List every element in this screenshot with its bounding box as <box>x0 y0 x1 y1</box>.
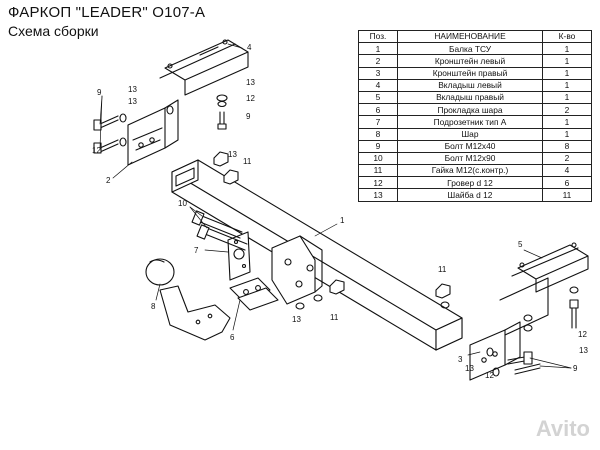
callout-13-left-a: 13 <box>128 85 137 94</box>
callout-5: 5 <box>518 240 523 249</box>
callout-3: 3 <box>458 355 463 364</box>
callout-10: 10 <box>178 199 187 208</box>
callout-labels: 1 2 3 4 5 6 7 8 9 9 9 10 11 11 11 12 12 … <box>92 43 588 380</box>
callout-12-left: 12 <box>92 146 101 155</box>
tow-ball <box>145 258 231 341</box>
callout-8: 8 <box>151 302 156 311</box>
callout-6: 6 <box>230 333 235 342</box>
beam-nuts <box>213 151 451 310</box>
drawing-title: ФАРКОП "LEADER" О107-А <box>8 4 206 21</box>
callout-11-top: 11 <box>243 157 252 166</box>
callout-9-top: 9 <box>246 112 251 121</box>
drawing-subtitle: Схема сборки <box>8 23 99 39</box>
callout-13-center: 13 <box>292 315 301 324</box>
callout-9-left: 9 <box>97 88 102 97</box>
callout-12-right: 12 <box>578 330 587 339</box>
callout-13-top: 13 <box>246 78 255 87</box>
callout-1: 1 <box>340 216 345 225</box>
left-fasteners <box>93 94 228 154</box>
leader-lines <box>99 43 572 369</box>
name-cell: Шайба d 12 <box>397 188 543 202</box>
right-fasteners <box>486 286 579 377</box>
long-bolts <box>191 210 248 251</box>
callout-7: 7 <box>194 246 199 255</box>
callout-11-center: 11 <box>330 313 339 322</box>
callout-13-left-b: 13 <box>128 97 137 106</box>
ball-mount-plates <box>271 235 323 305</box>
callout-2: 2 <box>106 176 111 185</box>
ball-spacer-plates <box>229 277 279 311</box>
right-insert <box>511 242 589 293</box>
left-bracket <box>127 99 179 166</box>
callout-12-top: 12 <box>246 94 255 103</box>
callout-12-bottom: 12 <box>485 371 494 380</box>
quantity-cell: 11 <box>542 188 592 202</box>
parts-table-header-row: Поз. НАИМЕНОВАНИЕ К-во <box>358 29 592 44</box>
socket-bracket <box>227 231 251 281</box>
callout-13-right: 13 <box>579 346 588 355</box>
callout-4: 4 <box>247 43 252 52</box>
callout-13-bottom: 13 <box>465 364 474 373</box>
callout-11-right: 11 <box>438 265 447 274</box>
left-insert <box>159 39 249 96</box>
callout-13-mid: 13 <box>228 150 237 159</box>
avito-watermark: Avito <box>535 416 590 441</box>
callout-9-right: 9 <box>573 364 578 373</box>
